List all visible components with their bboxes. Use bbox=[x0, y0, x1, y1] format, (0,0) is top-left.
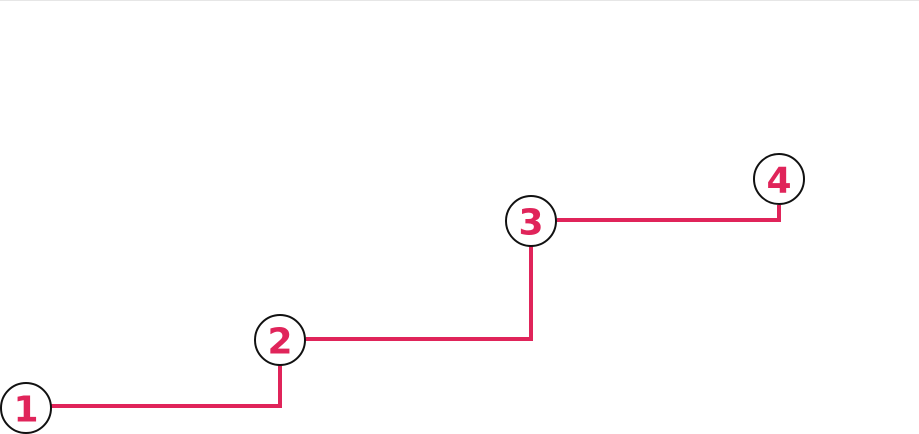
step-circle bbox=[505, 195, 557, 247]
step-circle bbox=[0, 382, 52, 434]
step-circle bbox=[254, 314, 306, 366]
connector-2-3 bbox=[306, 246, 533, 341]
step-number: 4 bbox=[766, 161, 791, 202]
step-node-2: 2 bbox=[254, 314, 306, 366]
step-circle bbox=[753, 153, 805, 205]
step-number: 1 bbox=[13, 390, 38, 431]
step-node-1: 1 bbox=[0, 382, 52, 434]
step-node-4: 4 bbox=[753, 153, 805, 205]
step-number: 3 bbox=[518, 203, 543, 244]
step-node-3: 3 bbox=[505, 195, 557, 247]
connector-3-4 bbox=[557, 205, 781, 222]
step-number: 2 bbox=[267, 322, 292, 363]
connector-1-2 bbox=[50, 365, 282, 408]
